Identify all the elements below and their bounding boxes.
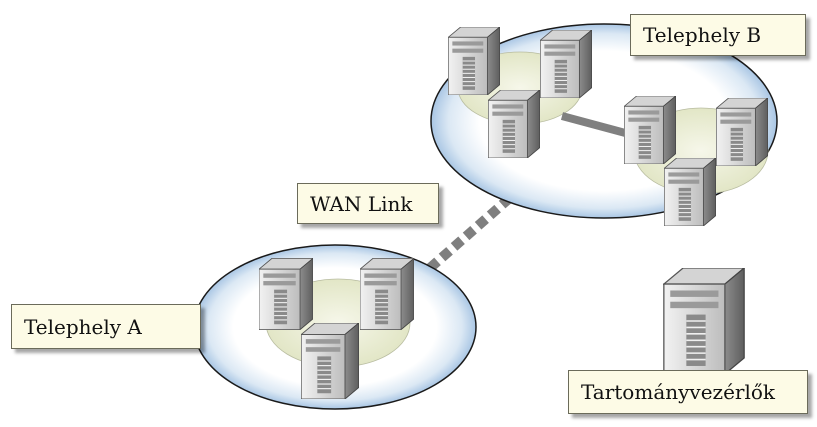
- server-icon: [259, 258, 313, 330]
- server-icon: [716, 98, 768, 166]
- server-icon: [301, 323, 359, 399]
- server-icon: [664, 158, 716, 226]
- site-b-label: Telephely B: [630, 14, 806, 56]
- wan-link-label: WAN Link: [297, 183, 439, 224]
- server-icon: [360, 258, 414, 330]
- server-icon: [540, 30, 592, 98]
- wan-link-line: [426, 192, 516, 272]
- domain-controllers-label: Tartományvezérlők: [568, 370, 808, 414]
- site-a-label: Telephely A: [11, 304, 201, 349]
- server-icon: [448, 27, 500, 95]
- server-icon: [663, 268, 745, 374]
- server-icon: [488, 90, 540, 158]
- server-icon: [624, 96, 676, 164]
